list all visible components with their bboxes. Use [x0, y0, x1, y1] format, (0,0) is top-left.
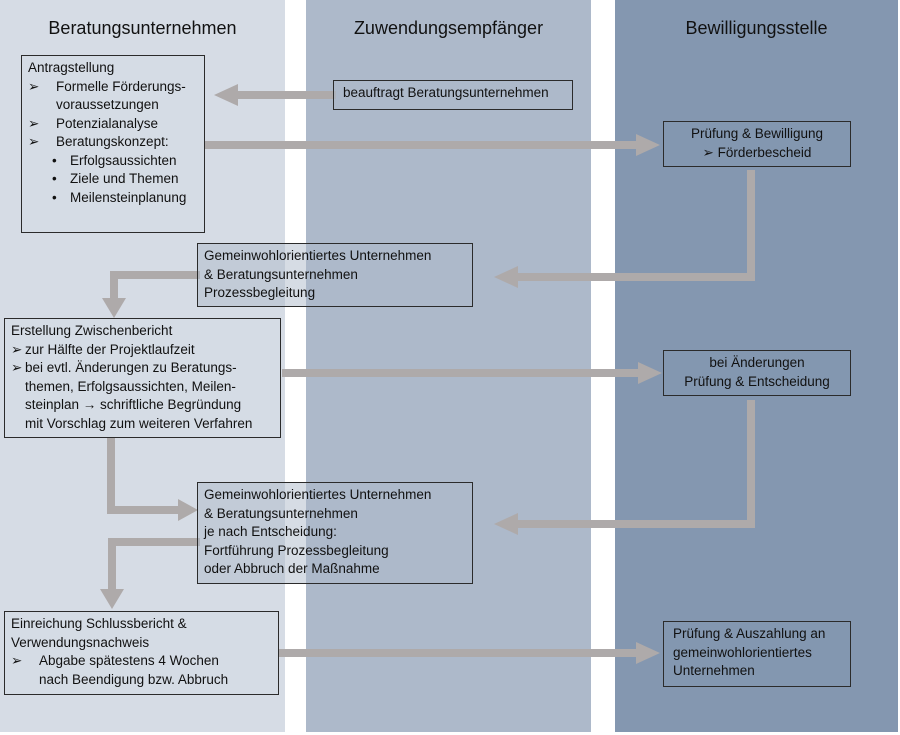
schluss-item-cont: nach Beendigung bzw. Abbruch [39, 671, 229, 687]
zwischen-item-cont: steinplan → schriftliche Begründung [25, 397, 242, 412]
antrag-subitem: Erfolgsaussichten [70, 152, 177, 168]
box-antragstellung: Antragstellung ➢ Formelle Förderungs- vor… [21, 55, 205, 233]
box-schlussbericht: Einreichung Schlussbericht & Verwendungs… [4, 611, 279, 695]
box-aenderungen: bei Änderungen Prüfung & Entscheidung [663, 350, 851, 396]
schluss-line: Einreichung Schlussbericht & [11, 616, 187, 631]
prozess-line: & Beratungsunternehmen [204, 266, 358, 282]
entscheidung-line: Fortführung Prozessbegleitung [204, 542, 389, 558]
beauftragt-text: beauftragt Beratungsunternehmen [343, 85, 549, 100]
auszahlung-line: Unternehmen [673, 663, 755, 678]
antrag-item: Potenzialanalyse [56, 115, 159, 131]
box-pruefung-bewilligung: Prüfung & Bewilligung ➢ Förderbescheid [663, 121, 851, 167]
pruefung-title: Prüfung & Bewilligung [690, 126, 824, 141]
antrag-item: Formelle Förderungs- [56, 78, 186, 94]
auszahlung-line: gemeinwohlorientiertes [673, 644, 812, 660]
lane-zuwendungsempfaenger: Zuwendungsempfänger [306, 0, 591, 732]
foerderbescheid-text: Förderbescheid [717, 144, 812, 160]
zwischen-item-cont: mit Vorschlag zum weiteren Verfahren [25, 415, 253, 431]
arrow-bullet-icon: ➢ [28, 115, 40, 131]
antrag-subitem: Meilensteinplanung [70, 189, 187, 205]
prozess-line: Prozessbegleitung [204, 285, 316, 300]
arrow-bullet-icon: ➢ [28, 134, 40, 149]
antrag-title: Antragstellung [28, 60, 115, 75]
lane-title: Bewilligungsstelle [685, 18, 828, 38]
box-prozessbegleitung: Gemeinwohlorientiertes Unternehmen & Ber… [197, 243, 473, 307]
aenderungen-line: Prüfung & Entscheidung [684, 373, 830, 389]
entscheidung-line: oder Abbruch der Maßnahme [204, 561, 380, 576]
box-entscheidung: Gemeinwohlorientiertes Unternehmen & Ber… [197, 482, 473, 584]
entscheidung-line: & Beratungsunternehmen [204, 505, 358, 521]
zwischen-title: Erstellung Zwischenbericht [11, 323, 173, 338]
dot-bullet-icon: • [52, 171, 57, 186]
lane-title: Zuwendungsempfänger [353, 18, 544, 38]
arrow-bullet-icon: ➢ [11, 653, 23, 668]
schluss-line: Verwendungsnachweis [11, 634, 150, 650]
arrow-bullet-icon: ➢ [11, 360, 23, 375]
zwischen-item: zur Hälfte der Projektlaufzeit [25, 341, 195, 357]
box-zwischenbericht: Erstellung Zwischenbericht ➢zur Hälfte d… [4, 318, 281, 438]
dot-bullet-icon: • [52, 189, 57, 205]
entscheidung-line: je nach Entscheidung: [204, 524, 337, 539]
zwischen-item: bei evtl. Änderungen zu Beratungs- [25, 360, 237, 375]
prozess-line: Gemeinwohlorientiertes Unternehmen [204, 248, 432, 263]
zwischen-item-cont: themen, Erfolgsaussichten, Meilen- [25, 378, 236, 394]
box-beauftragt: beauftragt Beratungsunternehmen [333, 80, 573, 110]
arrow-bullet-icon: ➢ [702, 144, 714, 160]
auszahlung-line: Prüfung & Auszahlung an [673, 626, 826, 641]
antrag-item-cont: voraussetzungen [56, 97, 159, 112]
dot-bullet-icon: • [52, 152, 57, 168]
box-auszahlung: Prüfung & Auszahlung an gemeinwohlorient… [663, 621, 851, 687]
antrag-subitem: Ziele und Themen [70, 171, 179, 186]
arrow-bullet-icon: ➢ [11, 341, 23, 357]
arrow-bullet-icon: ➢ [28, 78, 40, 94]
aenderungen-line: bei Änderungen [709, 355, 805, 370]
schluss-item: Abgabe spätestens 4 Wochen [39, 653, 219, 668]
antrag-item: Beratungskonzept: [56, 134, 169, 149]
entscheidung-line: Gemeinwohlorientiertes Unternehmen [204, 487, 432, 502]
lane-title: Beratungsunternehmen [48, 18, 237, 38]
